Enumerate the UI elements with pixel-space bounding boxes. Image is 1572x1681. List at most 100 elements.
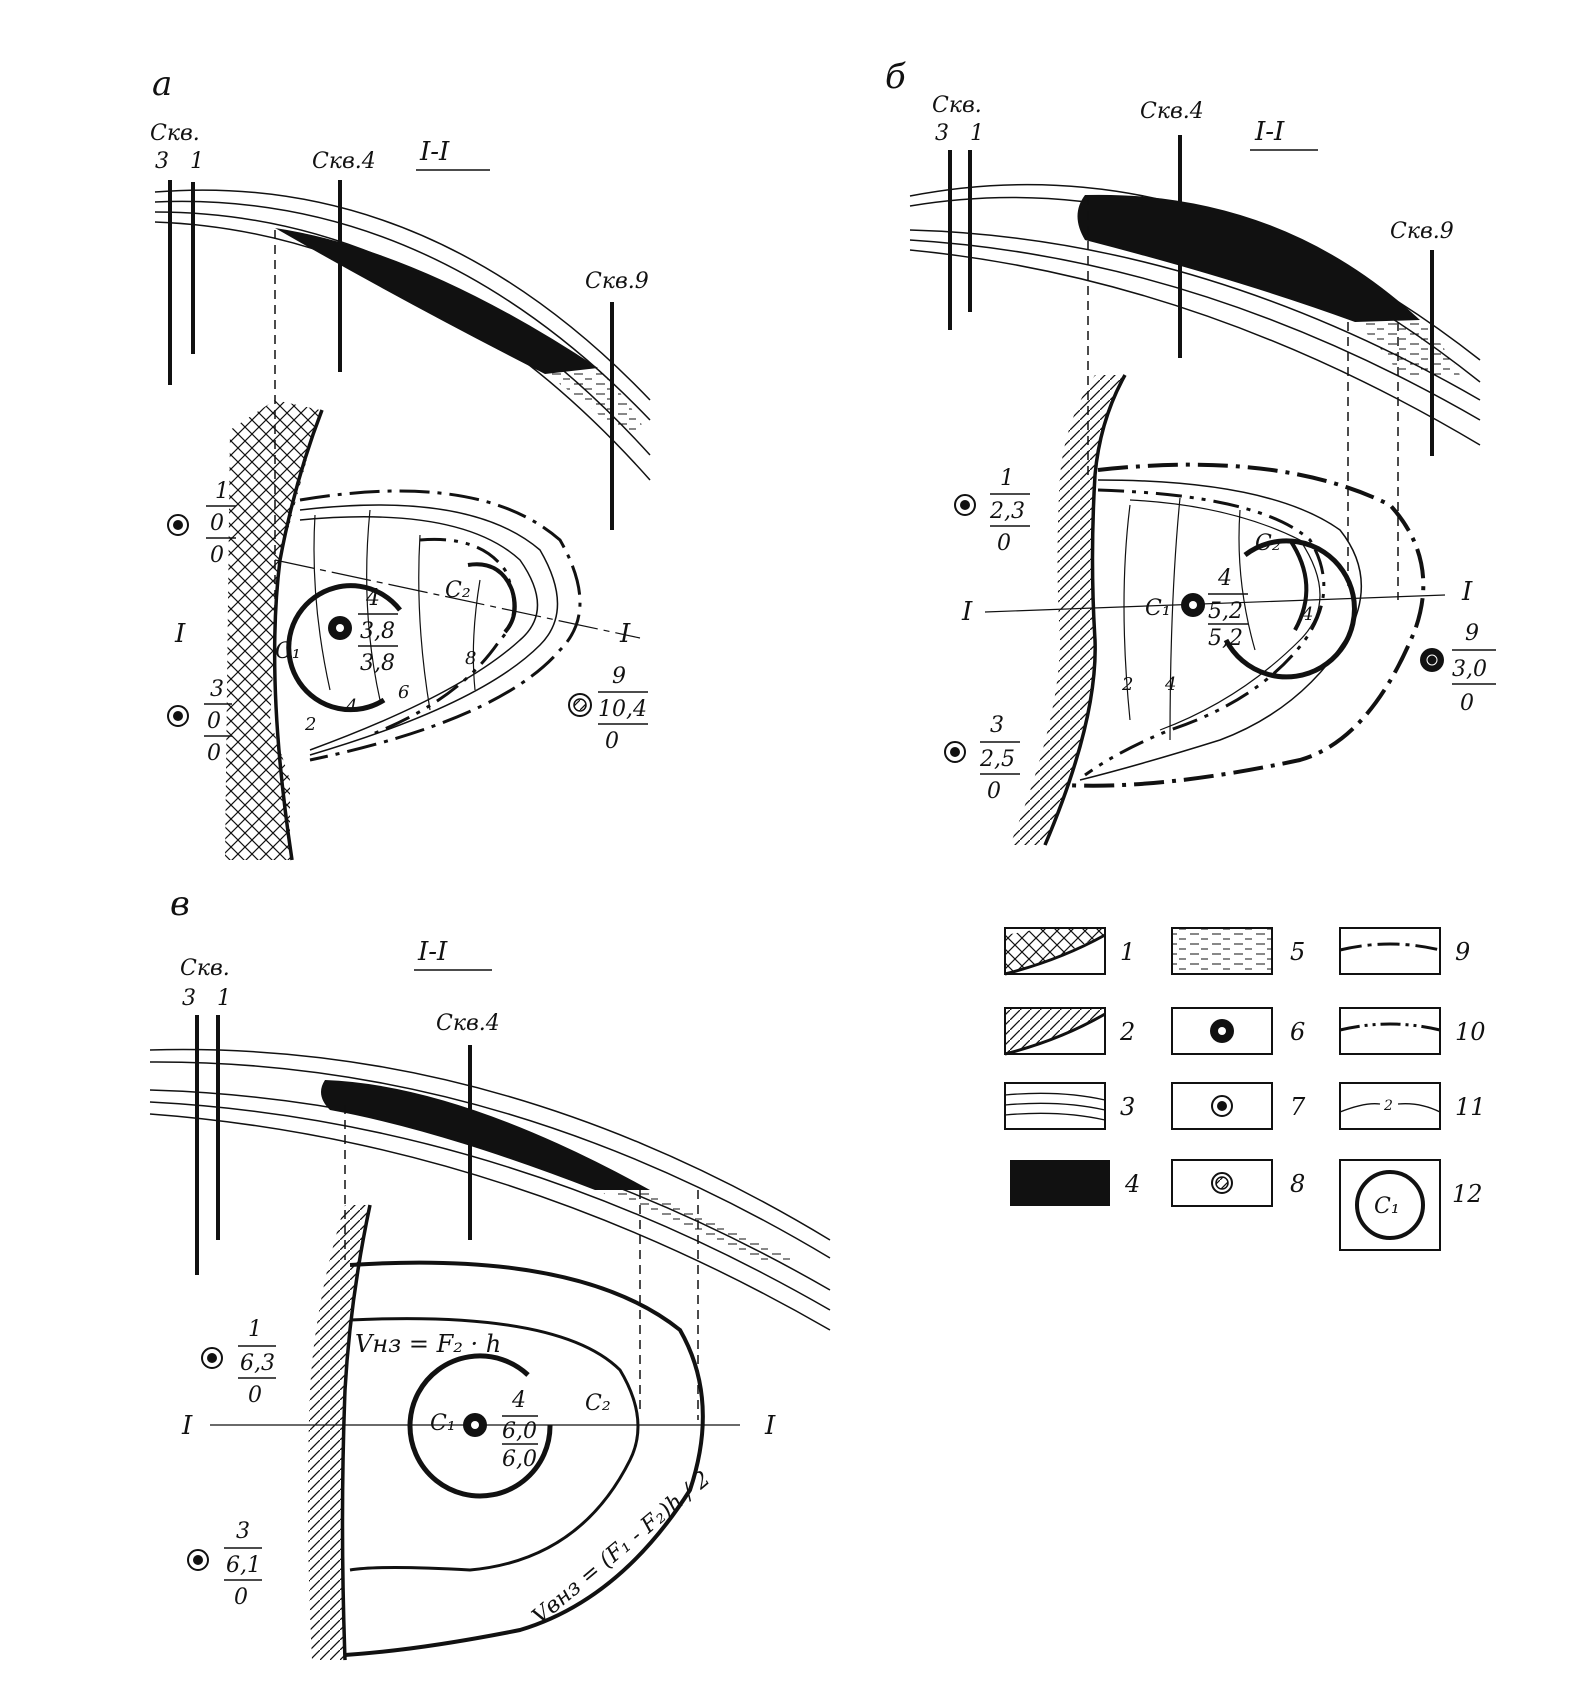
svg-text:3: 3: [210, 677, 224, 702]
legend-item-10: 10: [1339, 1007, 1486, 1055]
panel-b: б Скв. 3 1 Скв.4 I-I Скв.9: [885, 57, 1496, 846]
legend-item-1: 1: [1004, 927, 1135, 976]
svg-text:6,0: 6,0: [502, 1419, 537, 1444]
panel-b-iso-4a: 4: [1164, 674, 1176, 695]
svg-text:2: 2: [1119, 1018, 1135, 1046]
panel-a-well9-label: Скв.9: [585, 269, 649, 294]
svg-text:3,8: 3,8: [360, 619, 395, 644]
panel-b-axis-left: I: [961, 597, 973, 627]
panel-a-letter: а: [152, 64, 172, 104]
panel-a-well4-label: Скв.4: [312, 149, 376, 174]
panel-a-axis-left: I: [174, 619, 186, 649]
panel-a-oil-body: [275, 228, 598, 374]
svg-text:8: 8: [1290, 1170, 1305, 1198]
panel-v-formula-v1: Vнз = F₂ · h: [355, 1330, 501, 1358]
circle-c1-icon: C₁: [1355, 1170, 1425, 1240]
panel-a-wells-title: Скв.: [150, 121, 200, 146]
panel-a-c2-label: C₂: [445, 578, 471, 603]
panel-b-water-body: [1355, 320, 1460, 375]
svg-text:1: 1: [1000, 466, 1014, 491]
panel-b-hatched-zone: [1010, 375, 1125, 845]
panel-a-iso-4: 4: [345, 696, 357, 717]
panel-a-section-label: I-I: [419, 137, 450, 167]
svg-text:0: 0: [210, 543, 224, 568]
svg-text:6,1: 6,1: [226, 1553, 261, 1578]
svg-text:10: 10: [1455, 1018, 1486, 1046]
svg-text:4: 4: [1124, 1170, 1140, 1198]
dash-double-dot-contour-icon: [1339, 1022, 1441, 1032]
svg-text:4: 4: [511, 1388, 526, 1413]
panel-a-c1-label: C₁: [275, 639, 301, 664]
panel-a: а Скв. 3 1 Скв.4 I-I Скв.9: [150, 64, 651, 861]
panel-b-c1-label: C₁: [1145, 596, 1171, 621]
panel-v-well-4: 4 6,0 6,0: [463, 1388, 538, 1472]
legend-item-8: 8: [1171, 1159, 1305, 1207]
dash-dot-contour-icon: [1339, 942, 1441, 952]
legend-item-7: 7: [1171, 1082, 1306, 1130]
panel-v-letter: в: [170, 884, 190, 924]
panel-v-oil-body: [321, 1080, 650, 1190]
svg-text:6,3: 6,3: [240, 1351, 275, 1376]
svg-text:2: 2: [1383, 1098, 1393, 1114]
panel-v-wells-nums: 3 1: [182, 986, 231, 1011]
svg-text:5: 5: [1290, 938, 1305, 966]
svg-text:0: 0: [1460, 691, 1474, 716]
svg-text:6: 6: [1290, 1018, 1305, 1046]
svg-text:10,4: 10,4: [598, 697, 647, 722]
svg-text:3: 3: [1120, 1093, 1135, 1121]
panel-b-well-1: 1 2,3 0: [954, 466, 1030, 556]
large-well-marker-icon: [1210, 1019, 1234, 1043]
svg-text:5,2: 5,2: [1208, 626, 1243, 651]
panel-b-letter: б: [885, 57, 906, 97]
svg-text:4: 4: [1217, 566, 1232, 591]
cross-hatch-boundary-icon: [1005, 928, 1105, 974]
bedding-lines-icon: [1004, 1092, 1106, 1121]
panel-a-well-9: 9 10,4 0: [568, 664, 648, 754]
svg-text:11: 11: [1455, 1093, 1486, 1121]
panel-b-iso-4b: 4: [1301, 604, 1313, 625]
legend-item-12: C₁ 12: [1339, 1159, 1483, 1251]
svg-text:5,2: 5,2: [1208, 599, 1243, 624]
svg-text:12: 12: [1452, 1180, 1483, 1208]
panel-v-bedding-lines: [149, 1048, 831, 1331]
panel-a-bedding-lines: [154, 189, 651, 481]
panel-v-well-1: 1 6,3 0: [201, 1317, 276, 1408]
panel-v-circle-c1: [407, 1353, 553, 1499]
hatched-well-marker-icon: [1211, 1172, 1233, 1194]
panel-v-contours: [210, 1260, 740, 1657]
svg-text:3,0: 3,0: [1452, 657, 1487, 682]
panel-b-wells-title: Скв.: [932, 93, 982, 118]
water-dash-fill-icon: [1171, 927, 1273, 975]
svg-text:9: 9: [612, 664, 626, 689]
panel-v-c2-label: C₂: [585, 1391, 611, 1416]
panel-v-c1-label: C₁: [430, 1411, 456, 1436]
panel-a-contours: [274, 489, 641, 762]
legend-item-2: 2: [1004, 1007, 1135, 1056]
panel-a-well-1: 1 0 0: [167, 479, 236, 568]
panel-b-axis-right: I: [1461, 577, 1473, 607]
panel-a-iso-2: 2: [304, 714, 316, 735]
svg-text:3: 3: [236, 1519, 250, 1544]
svg-text:C₁: C₁: [1374, 1194, 1400, 1219]
panel-v-hatched-zone: [307, 1205, 370, 1660]
panel-b-circle-c1: [1223, 538, 1357, 680]
panel-v-well4-label: Скв.4: [436, 1011, 500, 1036]
legend-item-11: 2 11: [1339, 1082, 1486, 1130]
svg-text:1: 1: [248, 1317, 262, 1342]
panel-a-well-3: 3 0 0: [167, 677, 232, 766]
panel-a-circle-c1: [286, 583, 402, 713]
svg-text:6,0: 6,0: [502, 1447, 537, 1472]
panel-v-section-label: I-I: [417, 937, 448, 967]
svg-text:1: 1: [1120, 938, 1135, 966]
svg-text:3: 3: [990, 713, 1004, 738]
legend: 1 2 3 4 5: [1004, 927, 1486, 1251]
legend-item-3: 3: [1004, 1082, 1135, 1130]
small-well-marker-icon: [1211, 1095, 1233, 1117]
panel-v-well-3: 3 6,1 0: [187, 1519, 262, 1610]
svg-text:0: 0: [207, 709, 221, 734]
svg-text:0: 0: [605, 729, 619, 754]
svg-text:1: 1: [215, 479, 229, 504]
panel-b-well-3: 3 2,5 0: [944, 713, 1020, 804]
svg-text:0: 0: [987, 779, 1001, 804]
